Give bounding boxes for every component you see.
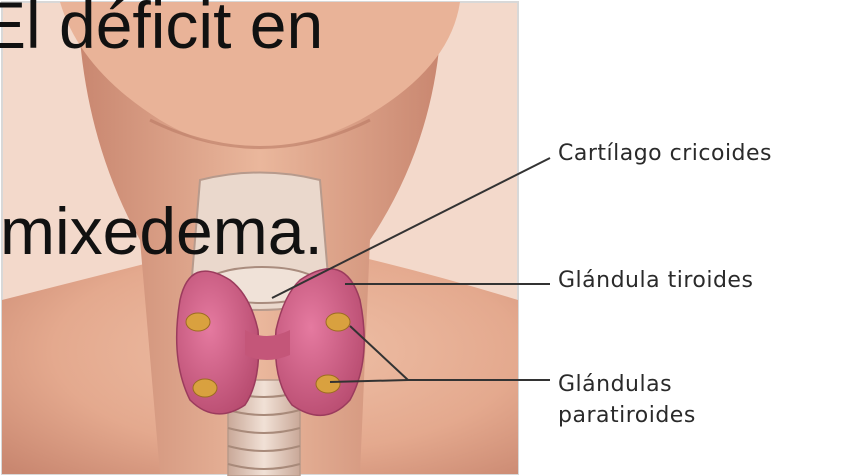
overlay-text-line1: El déficit en [0,0,323,58]
overlay-text-line2: mixedema. [0,198,323,264]
label-cricoid-cartilage: Cartílago cricoides [558,141,772,167]
label-parathyroid-line2: paratiroides [558,403,696,429]
label-thyroid-gland: Glándula tiroides [558,268,753,294]
label-parathyroid-line1: Glándulas [558,372,672,398]
